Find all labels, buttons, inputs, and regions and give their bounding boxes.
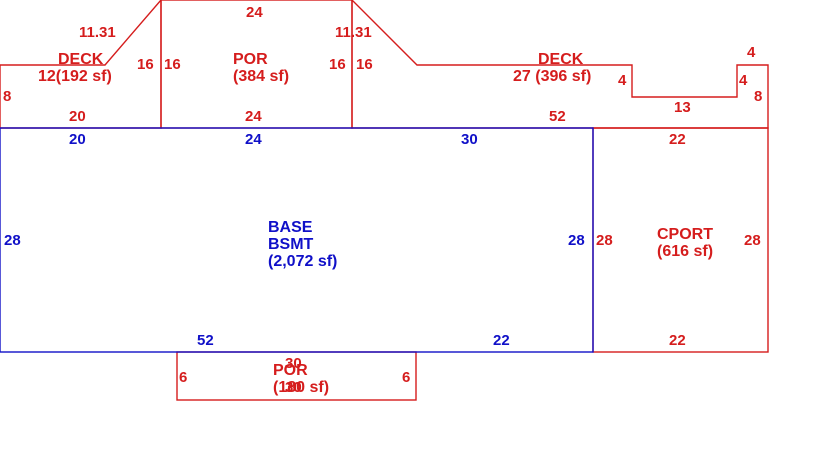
porch-bottom-name: POR: [273, 362, 308, 379]
dim-deck-right-right: 8: [754, 88, 762, 105]
base-name: BASE: [268, 219, 313, 236]
base-sub: BSMT: [268, 236, 314, 253]
dim-carport-left: 28: [596, 232, 613, 249]
deck-right-area: 27 (396 sf): [513, 68, 591, 85]
dim-base-bottom-right: 22: [493, 332, 510, 349]
dim-deck-left-diag: 11.31: [79, 24, 116, 41]
dim-base-left: 28: [4, 232, 21, 249]
dim-deck-right-left: 16: [356, 56, 373, 73]
dim-deck-right-diag: 11.31: [335, 24, 372, 41]
dim-porch-bottom-left: 6: [179, 369, 187, 386]
dim-carport-right: 28: [744, 232, 761, 249]
dim-base-top-right: 30: [461, 131, 478, 148]
deck-right-name: DECK: [538, 51, 584, 68]
dim-deck-left-inner: 16: [137, 56, 154, 73]
dim-base-bottom-left: 52: [197, 332, 214, 349]
dim-deck-right-step-outer: 4: [618, 72, 627, 89]
dim-deck-right-step-bottom: 13: [674, 99, 691, 116]
base-outline: [0, 127, 594, 353]
base-area: (2,072 sf): [268, 253, 337, 270]
porch-top-name: POR: [233, 51, 268, 68]
dim-base-right: 28: [568, 232, 585, 249]
dim-porch-top-left: 16: [164, 56, 181, 73]
dim-deck-left-left: 8: [3, 88, 11, 105]
dim-porch-bottom-right: 6: [402, 369, 410, 386]
porch-bottom-area: (180 sf): [273, 379, 329, 396]
dim-base-top-left: 20: [69, 131, 86, 148]
dim-base-top-mid: 24: [245, 131, 262, 148]
deck-left-name: DECK: [58, 51, 104, 68]
dim-deck-right-top-right: 4: [747, 44, 756, 61]
dim-porch-top-bottom: 24: [245, 108, 262, 125]
dim-deck-left-bottom: 20: [69, 108, 86, 125]
porch-top-area: (384 sf): [233, 68, 289, 85]
carport-area: (616 sf): [657, 243, 713, 260]
dim-deck-right-step-inner: 4: [739, 72, 748, 89]
dim-porch-bottom-top: 30: [285, 355, 302, 372]
carport-name: CPORT: [657, 226, 713, 243]
dim-porch-top-top: 24: [246, 4, 263, 21]
dim-deck-right-bottom: 52: [549, 108, 566, 125]
deck-left-area: 12(192 sf): [38, 68, 112, 85]
dim-carport-top: 22: [669, 131, 686, 148]
dim-porch-bottom-bottom: 30: [285, 379, 302, 396]
dim-porch-top-right: 16: [329, 56, 346, 73]
dim-carport-bottom: 22: [669, 332, 686, 349]
